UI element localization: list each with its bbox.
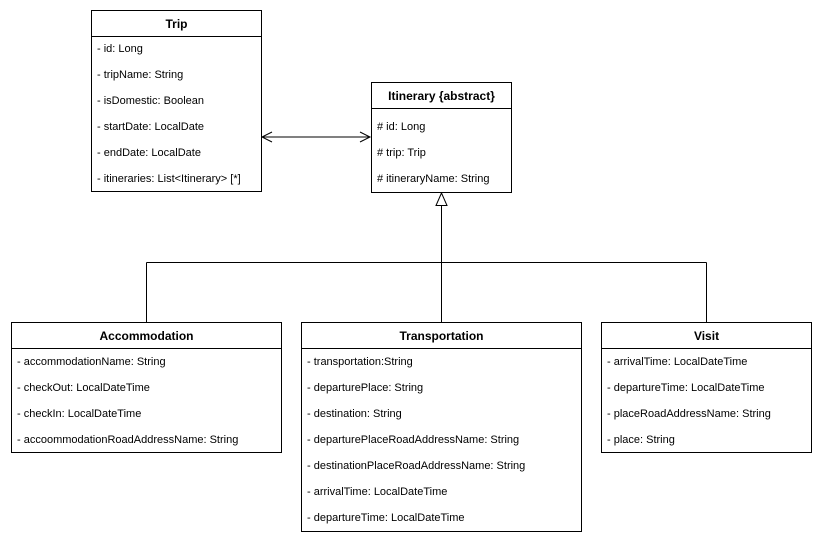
association-arrow-trip-end bbox=[260, 131, 273, 143]
attribute: - startDate: LocalDate bbox=[97, 121, 204, 133]
attribute: # id: Long bbox=[377, 121, 426, 133]
association-arrow-itinerary-end bbox=[359, 131, 372, 143]
class-name: Accommodation bbox=[12, 323, 281, 349]
class-trip[interactable]: Trip - id: Long - tripName: String - isD… bbox=[91, 10, 262, 192]
attribute: - accoommodationRoadAddressName: String bbox=[17, 434, 239, 446]
attribute: - tripName: String bbox=[97, 69, 184, 81]
attribute: - isDomestic: Boolean bbox=[97, 95, 204, 107]
class-accommodation[interactable]: Accommodation - accommodationName: Strin… bbox=[11, 322, 282, 453]
attribute: - destination: String bbox=[307, 408, 402, 420]
attribute: - placeRoadAddressName: String bbox=[607, 408, 771, 420]
attribute: - arrivalTime: LocalDateTime bbox=[307, 486, 448, 498]
class-name: Trip bbox=[92, 11, 261, 37]
attribute: - departureTime: LocalDateTime bbox=[607, 382, 765, 394]
attribute: - departurePlaceRoadAddressName: String bbox=[307, 434, 520, 446]
attribute: - accommodationName: String bbox=[17, 356, 166, 368]
attribute: - place: String bbox=[607, 434, 675, 446]
attribute: - itineraries: List<Itinerary> [*] bbox=[97, 173, 241, 185]
attribute: # itineraryName: String bbox=[377, 173, 490, 185]
attribute: - arrivalTime: LocalDateTime bbox=[607, 356, 748, 368]
class-name: Visit bbox=[602, 323, 811, 349]
attribute: # trip: Trip bbox=[377, 147, 426, 159]
class-itinerary[interactable]: Itinerary {abstract} # id: Long # trip: … bbox=[371, 82, 512, 193]
class-visit[interactable]: Visit - arrivalTime: LocalDateTime - dep… bbox=[601, 322, 812, 453]
attribute: - transportation:String bbox=[307, 356, 413, 368]
attribute: - departurePlace: String bbox=[307, 382, 424, 394]
attribute: - checkOut: LocalDateTime bbox=[17, 382, 150, 394]
attribute: - endDate: LocalDate bbox=[97, 147, 201, 159]
attribute: - checkIn: LocalDateTime bbox=[17, 408, 142, 420]
generalization-arrowhead bbox=[435, 191, 448, 206]
class-name: Itinerary {abstract} bbox=[372, 83, 511, 109]
class-transportation[interactable]: Transportation - transportation:String -… bbox=[301, 322, 582, 532]
attribute: - destinationPlaceRoadAddressName: Strin… bbox=[307, 460, 526, 472]
class-name: Transportation bbox=[302, 323, 581, 349]
attribute: - departureTime: LocalDateTime bbox=[307, 512, 465, 524]
attribute: - id: Long bbox=[97, 43, 143, 55]
